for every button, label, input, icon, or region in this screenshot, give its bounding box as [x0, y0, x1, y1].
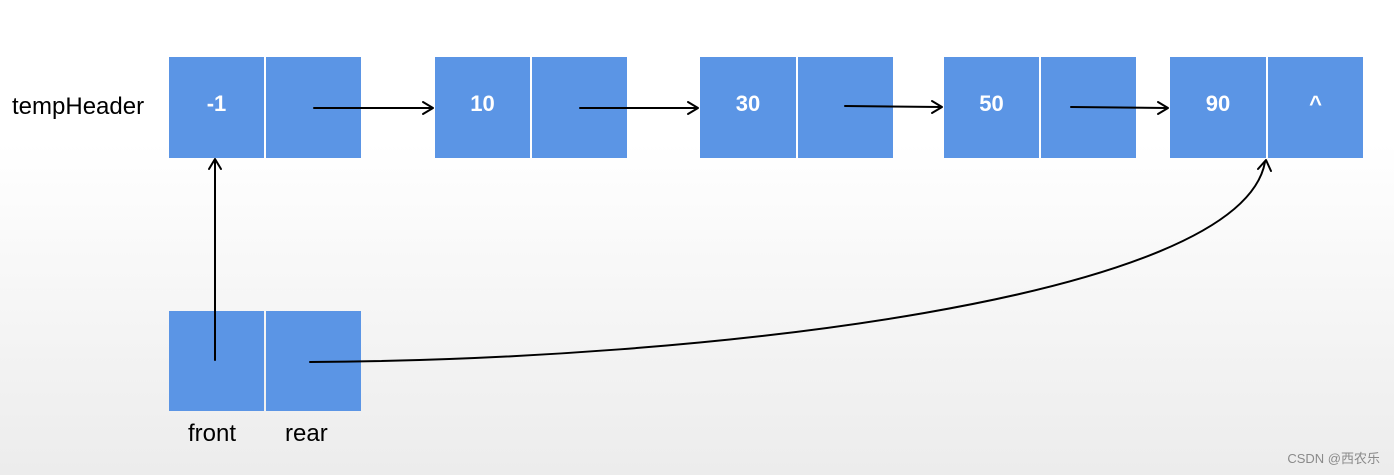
node-2-data-cell: 10	[435, 57, 530, 158]
front-pointer-cell	[169, 311, 264, 411]
temp-header-label: tempHeader	[12, 93, 145, 120]
arrow-node3-to-node4	[844, 105, 942, 108]
rear-label: rear	[285, 420, 328, 447]
node-3-data-cell: 30	[700, 57, 796, 158]
node-5-data-cell: 90	[1170, 57, 1266, 158]
node-5-next-cell: ^	[1268, 57, 1363, 158]
node-4-data-cell: 50	[944, 57, 1039, 158]
front-label: front	[188, 420, 237, 447]
arrow-rear-to-node5	[309, 161, 1266, 363]
csdn-watermark: CSDN @西农乐	[1287, 451, 1380, 466]
node-3-next-cell	[798, 57, 893, 158]
node-1-data-cell: -1	[169, 57, 264, 158]
arrow-node4-to-node5	[1070, 106, 1168, 109]
